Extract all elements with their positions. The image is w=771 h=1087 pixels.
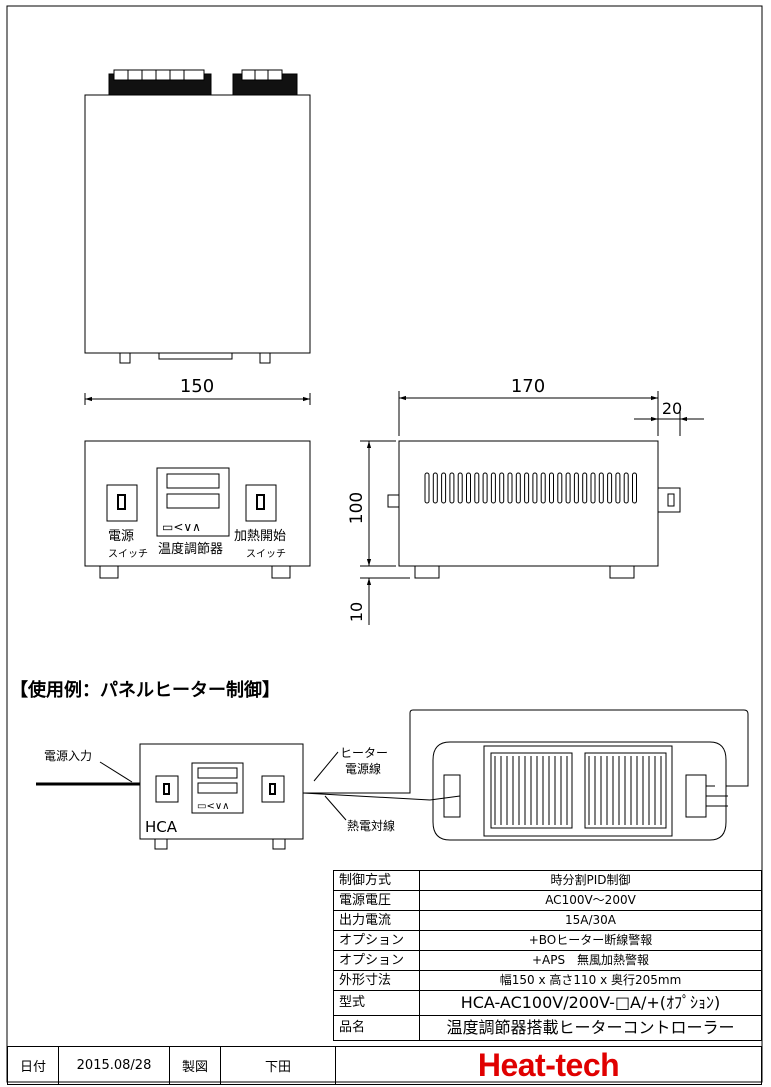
spec-row-model: 型式 HCA-AC100V/200V-□A/+(ｵﾌﾟｼｮﾝ): [333, 990, 762, 1016]
heat-start-switch: [245, 484, 277, 522]
vent-slot: [524, 472, 530, 504]
depth-dimension: [398, 391, 704, 436]
vent-slot: [441, 472, 447, 504]
spec-value: 時分割PID制御: [419, 870, 762, 891]
label-thermocouple: 熱電対線: [347, 818, 395, 833]
label-heat-start-sub: スイッチ: [246, 548, 286, 560]
power-switch: [106, 484, 138, 522]
vent-slot: [565, 472, 571, 504]
controller-keys-front: ▭<∨∧: [162, 520, 201, 534]
vent-slot: [499, 472, 505, 504]
spec-value: +BOヒーター断線警報: [419, 930, 762, 951]
side-body: [398, 440, 659, 567]
vent-slot: [424, 472, 430, 504]
vent-slot: [632, 472, 637, 504]
height-dimension: [360, 440, 410, 625]
vent-slot: [590, 472, 596, 504]
vent-slot: [490, 472, 496, 504]
spec-key: オプション: [333, 950, 420, 971]
vent-slot: [515, 472, 521, 504]
spec-value: +APS 無風加熱警報: [419, 950, 762, 971]
front-view: [84, 440, 311, 579]
spec-value: 温度調節器搭載ヒーターコントローラー: [419, 1015, 762, 1041]
spec-row: オプション+APS 無風加熱警報: [333, 950, 762, 971]
spec-value: HCA-AC100V/200V-□A/+(ｵﾌﾟｼｮﾝ): [419, 990, 762, 1016]
spec-key: 制御方式: [333, 870, 420, 891]
side-view: [387, 440, 681, 579]
side-vents: [424, 472, 637, 504]
vent-slot: [432, 472, 438, 504]
vent-slot: [549, 472, 554, 504]
vent-slot: [474, 472, 480, 504]
spec-row: 制御方式時分割PID制御: [333, 870, 762, 891]
vent-slot: [482, 472, 488, 504]
vent-slot: [607, 472, 613, 504]
title-block: 日付 2015.08/28 製図 下田 Heat-tech: [7, 1046, 762, 1085]
label-power-sub: スイッチ: [108, 548, 148, 560]
vent-slot: [623, 472, 629, 504]
vent-slot: [598, 472, 604, 504]
vent-slot: [557, 472, 563, 504]
dimension-width: 150: [180, 376, 214, 397]
controller-keys-example: ▭<∨∧: [197, 801, 229, 812]
drawn-by: 下田: [220, 1046, 336, 1085]
spec-row: オプション+BOヒーター断線警報: [333, 930, 762, 951]
vent-slot: [507, 472, 513, 504]
usage-example-title: 【使用例：パネルヒーター制御】: [10, 680, 280, 701]
width-dimension: [84, 393, 311, 405]
spec-key: 型式: [333, 990, 420, 1016]
front-body: [84, 440, 311, 567]
dimension-height: 100: [347, 492, 367, 524]
vent-slot: [466, 472, 471, 504]
label-power: 電源: [108, 529, 134, 544]
drawn-label: 製図: [169, 1046, 221, 1085]
label-heater-wire-1: ヒーター: [340, 746, 388, 760]
usage-example: [36, 709, 749, 850]
label-power-input: 電源入力: [44, 749, 92, 763]
vent-slot: [615, 472, 621, 504]
spec-key: オプション: [333, 930, 420, 951]
dimension-depth: 170: [511, 376, 545, 397]
top-view: [84, 69, 311, 364]
spec-key: 出力電流: [333, 910, 420, 931]
label-hca: HCA: [145, 818, 178, 836]
spec-value: 15A/30A: [419, 910, 762, 931]
spec-row: 外形寸法幅150 x 高さ110 x 奥行205mm: [333, 970, 762, 991]
label-controller: 温度調節器: [158, 541, 223, 557]
brand-logo: Heat-tech: [335, 1046, 762, 1085]
vent-slot: [540, 472, 546, 504]
vent-slot: [532, 472, 538, 504]
spec-key: 品名: [333, 1015, 420, 1041]
vent-slot: [449, 472, 455, 504]
temperature-controller: [156, 467, 230, 537]
spec-value: AC100V～200V: [419, 890, 762, 911]
vent-slot: [573, 472, 579, 504]
top-view-body: [84, 94, 311, 354]
label-heater-wire-2: 電源線: [345, 761, 381, 776]
spec-key: 外形寸法: [333, 970, 420, 991]
vent-slot: [457, 472, 463, 504]
heater-fins: [494, 756, 662, 825]
spec-row-product: 品名 温度調節器搭載ヒーターコントローラー: [333, 1015, 762, 1041]
vent-slot: [582, 472, 588, 504]
label-heat-start: 加熱開始: [234, 529, 286, 544]
date-value: 2015.08/28: [58, 1046, 170, 1085]
spec-key: 電源電圧: [333, 890, 420, 911]
date-label: 日付: [7, 1046, 59, 1085]
dimension-foot: 10: [347, 602, 366, 622]
spec-value: 幅150 x 高さ110 x 奥行205mm: [419, 970, 762, 991]
dimension-rear: 20: [662, 399, 682, 418]
